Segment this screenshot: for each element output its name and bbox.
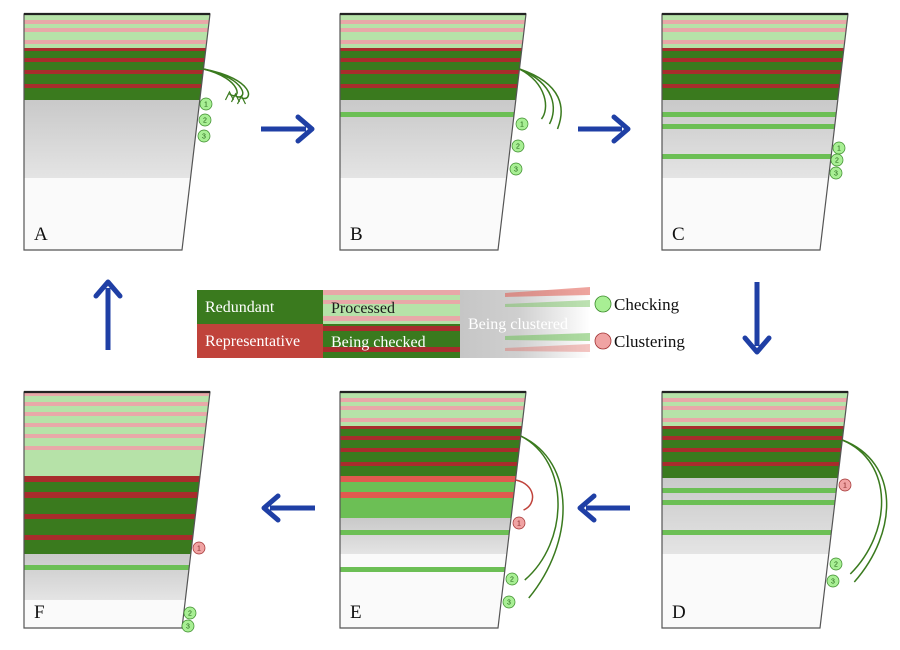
panel-d: D 1 2 3 <box>661 390 888 629</box>
legend-being-clustered-swatch <box>460 287 590 358</box>
panel-label-b: B <box>350 224 363 245</box>
marker-number: 3 <box>507 600 511 607</box>
marker-number: 2 <box>188 611 192 618</box>
marker-number: 3 <box>834 171 838 178</box>
clustering-marker-icon <box>594 332 612 350</box>
checking-marker-icon <box>515 117 529 131</box>
legend-redundant-swatch <box>197 290 323 324</box>
checking-marker-icon <box>199 97 213 111</box>
checking-marker-icon <box>183 606 197 620</box>
panel-f: F 1 2 3 <box>23 390 211 633</box>
marker-number: 1 <box>837 146 841 153</box>
checking-marker-icon <box>509 162 523 176</box>
marker-number: 1 <box>197 546 201 553</box>
marker-number: 2 <box>835 158 839 165</box>
checking-marker-icon <box>829 557 843 571</box>
legend-clustering-label: Clustering <box>614 332 685 351</box>
legend-representative-swatch <box>197 324 323 358</box>
checking-marker-icon <box>594 295 612 313</box>
checking-marker-icon <box>181 619 195 633</box>
marker-number: 3 <box>514 167 518 174</box>
panel-label-d: D <box>672 602 686 623</box>
checking-marker-icon <box>511 139 525 153</box>
marker-number: 2 <box>834 562 838 569</box>
clustering-marker-icon <box>512 516 526 530</box>
checking-marker-icon <box>502 595 516 609</box>
arrow-c-to-d <box>742 282 772 355</box>
arrow-b-to-c <box>578 114 631 144</box>
marker-number: 2 <box>510 577 514 584</box>
clustering-marker-icon <box>192 541 206 555</box>
panel-a: A 1 2 3 <box>23 12 250 251</box>
marker-number: 3 <box>831 579 835 586</box>
marker-number: 1 <box>843 483 847 490</box>
checking-marker-icon <box>505 572 519 586</box>
legend-being-clustered-label: Being clustered <box>468 316 568 333</box>
marker-number: 1 <box>520 122 524 129</box>
process-arrows <box>93 114 772 523</box>
marker-number: 1 <box>204 102 208 109</box>
checking-marker-icon <box>830 153 844 167</box>
legend-representative-label: Representative <box>205 333 300 350</box>
arrow-a-to-b <box>261 114 315 144</box>
checking-marker-icon <box>197 129 211 143</box>
legend: Redundant Representative Processed Being… <box>197 287 685 358</box>
legend-being-checked-swatch <box>323 324 460 358</box>
legend-processed-label: Processed <box>331 300 395 317</box>
panel-label-e: E <box>350 602 362 623</box>
panel-label-c: C <box>672 224 685 245</box>
arrow-f-to-a <box>93 279 123 350</box>
marker-number: 3 <box>202 134 206 141</box>
clustering-marker-icon <box>838 478 852 492</box>
marker-number: 2 <box>203 118 207 125</box>
marker-number: 1 <box>517 521 521 528</box>
panel-label-f: F <box>34 602 45 623</box>
marker-number: 3 <box>186 624 190 631</box>
checking-marker-icon <box>826 574 840 588</box>
arrow-e-to-f <box>261 493 315 523</box>
arrow-d-to-e <box>577 493 630 523</box>
legend-being-checked-label: Being checked <box>331 334 426 351</box>
legend-processed-swatch <box>323 290 460 324</box>
marker-number: 2 <box>516 144 520 151</box>
checking-marker-icon <box>198 113 212 127</box>
panel-b: B 1 2 3 <box>339 12 562 251</box>
panel-e: E 1 2 3 <box>339 390 564 629</box>
panel-label-a: A <box>34 224 48 245</box>
checking-marker-icon <box>829 166 843 180</box>
panel-c: C 1 2 3 <box>661 12 849 251</box>
legend-checking-label: Checking <box>614 295 680 314</box>
legend-redundant-label: Redundant <box>205 299 275 316</box>
